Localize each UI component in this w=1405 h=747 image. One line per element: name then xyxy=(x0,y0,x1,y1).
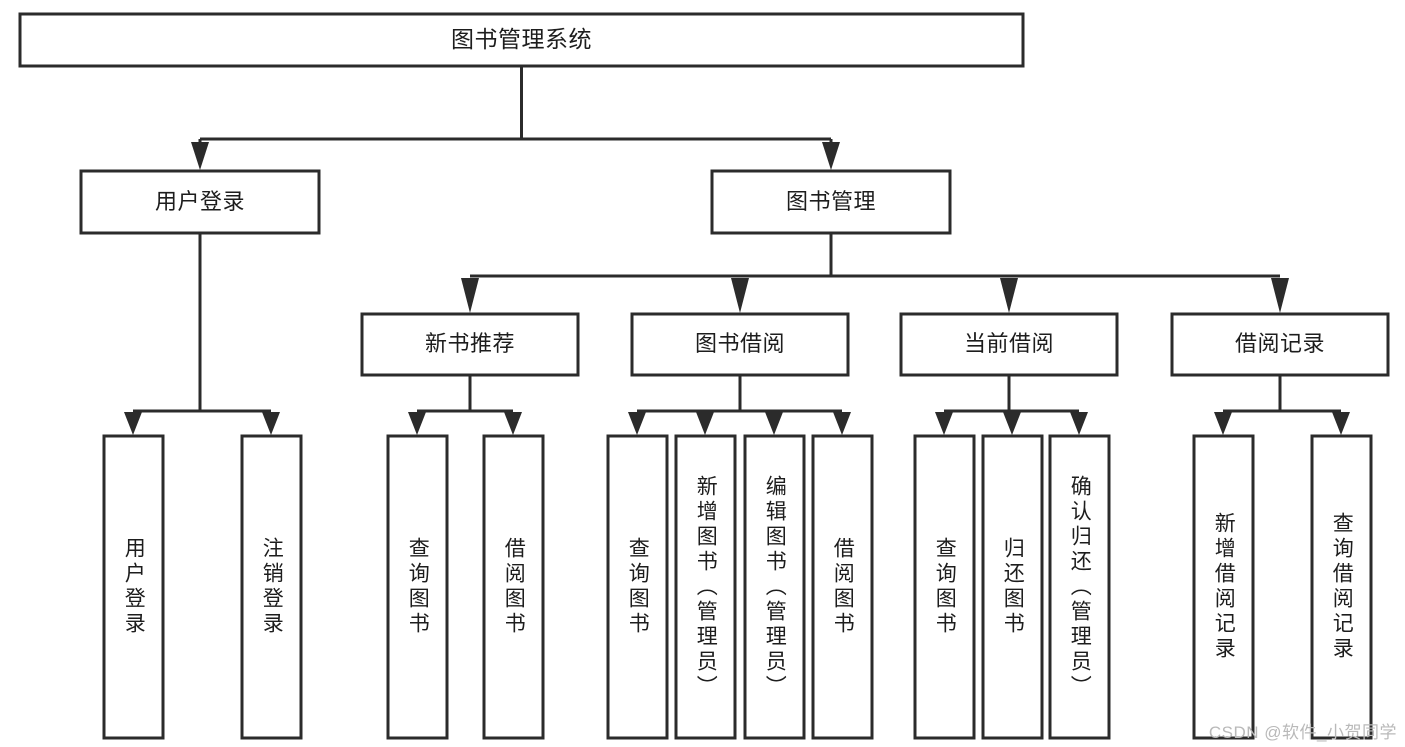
arrowhead-user-login-do xyxy=(124,412,142,435)
arrowhead-borrow-book-2 xyxy=(833,412,851,435)
node-box-add-borrow-record[interactable] xyxy=(1192,434,1255,740)
arrowhead-book-management xyxy=(822,142,840,170)
node-box-book-borrow[interactable] xyxy=(630,312,850,377)
arrowhead-query-book-2 xyxy=(628,412,646,435)
arrowhead-borrow-book-1 xyxy=(504,412,522,435)
arrowhead-current-borrow xyxy=(1000,278,1018,313)
node-box-root[interactable] xyxy=(18,12,1025,68)
node-box-borrow-book-2[interactable] xyxy=(811,434,874,740)
node-box-book-management[interactable] xyxy=(710,169,952,235)
arrowhead-confirm-return-admin xyxy=(1070,412,1088,435)
node-layer xyxy=(18,12,1390,740)
connector-layer xyxy=(124,66,1350,435)
arrowhead-user-login xyxy=(191,142,209,170)
arrowhead-add-borrow-record xyxy=(1214,412,1232,435)
node-box-query-book-1[interactable] xyxy=(386,434,449,740)
node-box-query-book-3[interactable] xyxy=(913,434,976,740)
node-box-current-borrow[interactable] xyxy=(899,312,1119,377)
node-box-user-logout[interactable] xyxy=(240,434,303,740)
node-box-edit-book-admin[interactable] xyxy=(743,434,806,740)
node-box-add-book-admin[interactable] xyxy=(674,434,737,740)
node-box-user-login[interactable] xyxy=(79,169,321,235)
node-box-confirm-return-admin[interactable] xyxy=(1048,434,1111,740)
node-box-query-borrow-record[interactable] xyxy=(1310,434,1373,740)
node-box-borrow-records[interactable] xyxy=(1170,312,1390,377)
node-box-borrow-book-1[interactable] xyxy=(482,434,545,740)
node-box-user-login-do[interactable] xyxy=(102,434,165,740)
node-box-query-book-2[interactable] xyxy=(606,434,669,740)
arrowhead-new-book-recommend xyxy=(461,278,479,313)
arrowhead-query-book-3 xyxy=(935,412,953,435)
arrowhead-return-book xyxy=(1003,412,1021,435)
arrowhead-query-borrow-record xyxy=(1332,412,1350,435)
arrowhead-user-logout xyxy=(262,412,280,435)
arrowhead-query-book-1 xyxy=(408,412,426,435)
arrowhead-edit-book-admin xyxy=(765,412,783,435)
node-box-return-book[interactable] xyxy=(981,434,1044,740)
arrowhead-add-book-admin xyxy=(696,412,714,435)
node-box-new-book-recommend[interactable] xyxy=(360,312,580,377)
arrowhead-borrow-records xyxy=(1271,278,1289,313)
arrowhead-book-borrow xyxy=(731,278,749,313)
